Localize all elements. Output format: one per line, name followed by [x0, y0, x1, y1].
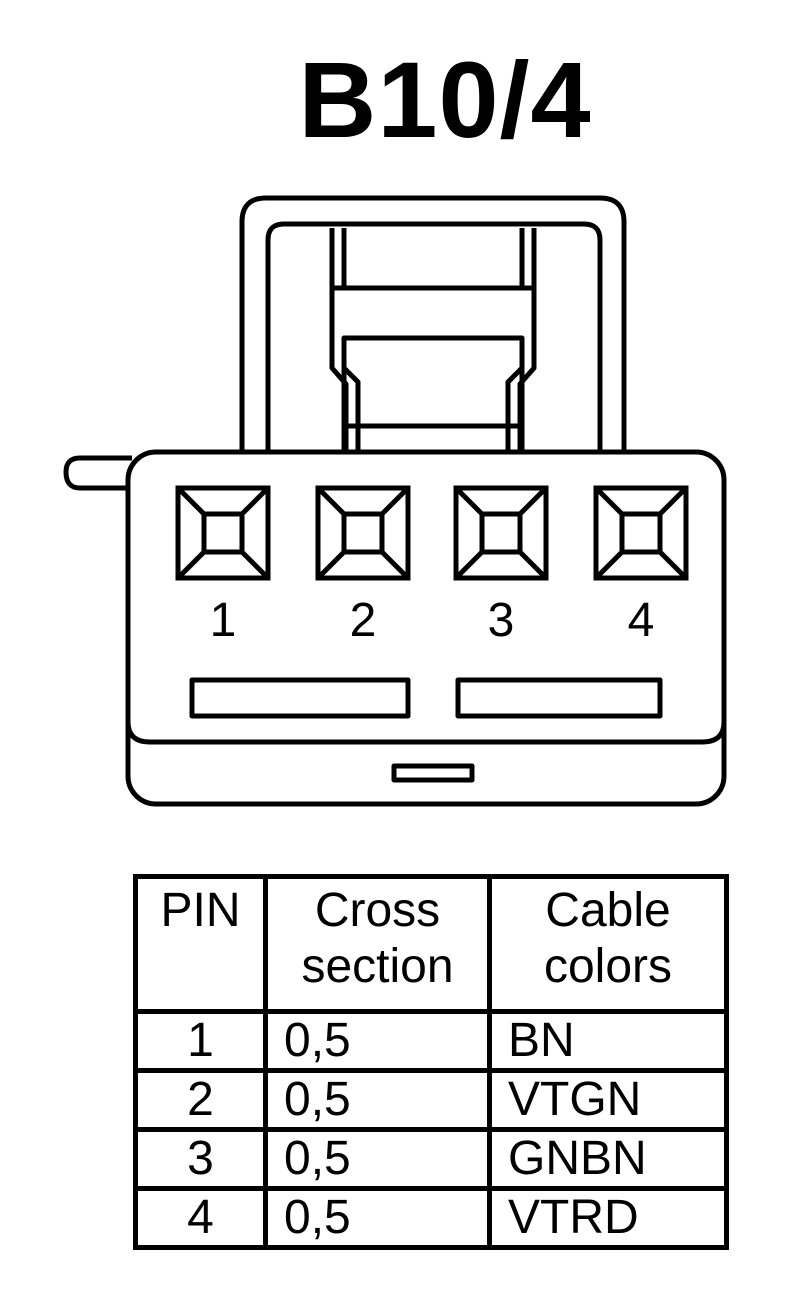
cell-pin: 1 [133, 1009, 268, 1073]
cell-pin: 3 [133, 1127, 268, 1191]
connector-body [125, 449, 727, 807]
pin-cavity-2 [315, 485, 411, 581]
header-colors-line-1: Cable [545, 884, 671, 937]
header-cross-line-2: section [301, 940, 454, 993]
bottom-slot [391, 763, 475, 783]
latch-button [341, 335, 525, 452]
cell-cross-section: 0,5 [263, 1127, 492, 1191]
latch-housing-inner [265, 221, 603, 452]
pin-label-3: 3 [488, 594, 515, 647]
table-row: 3 0,5 GNBN [133, 1127, 729, 1191]
pin-cavity-4 [593, 485, 689, 581]
latch-housing-outer [239, 195, 627, 452]
connector-drawing: 1 2 3 4 [63, 195, 727, 807]
cell-cable-color: VTRD [487, 1186, 729, 1250]
side-tab [63, 455, 132, 491]
cell-pin: 4 [133, 1186, 268, 1250]
table-row: 2 0,5 VTGN [133, 1068, 729, 1132]
table-header-row: PIN Cross section Cable colors [133, 874, 729, 1014]
cell-cross-section: 0,5 [263, 1186, 492, 1250]
connector-title: B10/4 [298, 39, 592, 160]
pin-cavity-3 [453, 485, 549, 581]
lower-rib-left [189, 677, 411, 719]
header-cable-colors: Cable colors [487, 874, 729, 1014]
pin-label-1: 1 [210, 594, 237, 647]
cell-cable-color: BN [487, 1009, 729, 1073]
pin-label-2: 2 [350, 594, 377, 647]
cell-cable-color: GNBN [487, 1127, 729, 1191]
table-row: 1 0,5 BN [133, 1009, 729, 1073]
latch-tongue-inner [341, 228, 525, 288]
cell-cross-section: 0,5 [263, 1009, 492, 1073]
connector-lip [125, 721, 727, 745]
cell-pin: 2 [133, 1068, 268, 1132]
lower-rib-right [455, 677, 663, 719]
pin-label-4: 4 [628, 594, 655, 647]
header-pin: PIN [133, 874, 268, 1014]
header-cross-line-1: Cross [314, 884, 441, 937]
pin-table: PIN Cross section Cable colors 1 0,5 BN … [133, 874, 729, 1250]
cell-cable-color: VTGN [487, 1068, 729, 1132]
pin-cavity-1 [175, 485, 271, 581]
header-cross-section: Cross section [263, 874, 492, 1014]
cell-cross-section: 0,5 [263, 1068, 492, 1132]
table-row: 4 0,5 VTRD [133, 1186, 729, 1250]
header-colors-line-2: colors [543, 940, 673, 993]
